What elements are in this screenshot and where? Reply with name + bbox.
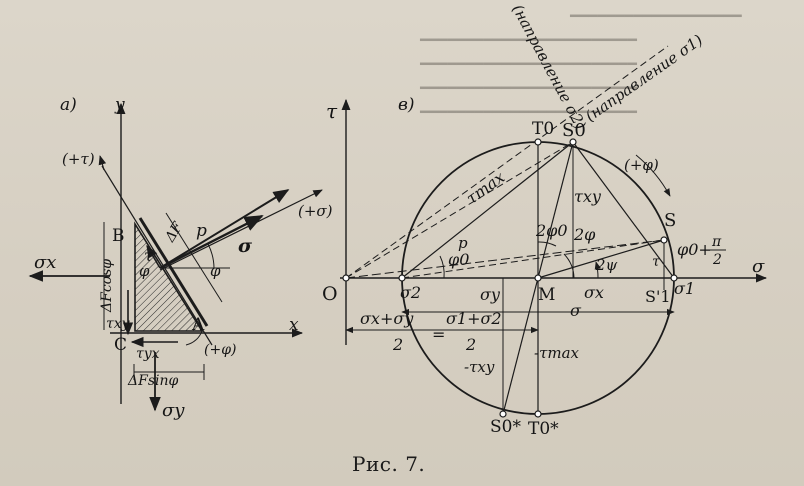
point-a-label: A: [191, 315, 205, 335]
s1p-label: S'1: [645, 287, 671, 306]
sigma-vector: [159, 214, 264, 270]
phi0-label: φ0: [448, 250, 469, 269]
y-axis-label: y: [114, 95, 125, 115]
dfcos-label: ΔFcosφ: [99, 259, 115, 313]
delta-f-dim: [165, 212, 223, 303]
tau-xy-label-r: τxy: [574, 187, 602, 206]
sigma1-point: [670, 274, 678, 282]
sigma-y-label-r: σy: [480, 285, 501, 304]
sigma-x-label: σx: [34, 252, 56, 273]
mean-equals: =: [432, 325, 445, 344]
phi0-arc: [439, 255, 445, 279]
dir-sigma1-line: [345, 45, 669, 279]
pi-denominator: 2: [712, 252, 722, 268]
s0-label: S0: [562, 120, 586, 141]
tau-label: τ: [144, 246, 154, 265]
s-label: S: [664, 210, 676, 231]
m-s-radius: [537, 239, 665, 279]
sigma-y-label: σy: [162, 400, 185, 421]
p-label: p: [196, 221, 207, 241]
mean-right-num: σ1+σ2: [446, 309, 502, 328]
delta-f-label: ΔF: [162, 219, 187, 246]
tau-direction-arrow: [98, 155, 107, 171]
panel-a: а) y x (+τ) (+σ) p σ τ: [28, 95, 333, 421]
tau-yx-label: τyx: [136, 346, 160, 362]
mean-left-num: σx+σy: [360, 309, 414, 328]
mean-right-den: 2: [465, 335, 476, 354]
two-psi-label: 2ψ: [595, 256, 618, 274]
tau-vector: [146, 244, 161, 269]
tau-max-label: τmax: [463, 167, 509, 207]
sigma-axis-label: σ: [752, 256, 765, 277]
s-point: [660, 236, 668, 244]
normal-line: [159, 189, 323, 271]
dir-sigma1-label: (направление σ1): [582, 31, 706, 125]
sigma1-label: σ1: [674, 279, 695, 298]
background-text: ━━━━━━━━━━━━━━━━━━━ ━━━━━━━━━━━━━━━━━━━━…: [420, 7, 742, 121]
s0-point: [569, 138, 577, 146]
mean-left-den: 2: [392, 335, 403, 354]
s0star-label: S0*: [490, 417, 521, 437]
m-point: [534, 274, 542, 282]
dir-sigma2-label: (направление σ2): [508, 1, 589, 132]
neg-tau-max-label: -τmax: [534, 344, 580, 362]
figure-caption: Рис. 7.: [352, 452, 426, 476]
t0star-point: [534, 410, 542, 418]
two-phi0-label: 2φ0: [535, 221, 568, 240]
t0star-label: T0*: [528, 419, 559, 439]
plus-sigma-label: (+σ): [298, 202, 333, 220]
two-phi-arc: [563, 253, 575, 279]
panel-v: в) τ σ O: [322, 1, 768, 439]
sigma2-s-line: [401, 239, 665, 279]
origin-point: [342, 274, 350, 282]
pi-label: π: [711, 234, 722, 250]
p-vector: [159, 189, 290, 269]
sigma-label-r: σ: [570, 301, 582, 320]
point-c-label: C: [114, 335, 127, 355]
plus-phi-label-r: (+φ): [624, 156, 659, 174]
plus-phi-label: (+φ): [204, 342, 236, 358]
phi0-plus-label: φ0+: [677, 240, 712, 259]
o-s-line: [345, 239, 665, 279]
s0-sigma1-line: [572, 141, 675, 279]
t0-point: [534, 138, 542, 146]
plus-tau-label: (+τ): [62, 150, 95, 168]
tau-axis-label: τ: [326, 99, 338, 123]
tau-xy-label: τxy: [106, 316, 131, 332]
m-label: M: [538, 285, 555, 305]
point-b-label: B: [112, 226, 125, 246]
two-phi-label: 2φ: [573, 225, 596, 244]
sigma-label: σ: [238, 235, 253, 257]
panel-a-tag: а): [60, 95, 77, 115]
two-psi-arc: [594, 261, 601, 279]
tau-label-r: τ: [652, 254, 660, 270]
two-phi0-arc: [537, 241, 557, 247]
neg-tau-xy-label: -τxy: [464, 358, 495, 376]
plus-phi-arc-right: [635, 154, 671, 197]
inclined-face: [138, 217, 209, 327]
sigma2-point: [398, 274, 406, 282]
plus-phi-arc: [185, 330, 203, 346]
phi-label-left: φ: [139, 262, 150, 280]
origin-label: O: [322, 283, 338, 305]
t0-label: T0: [532, 119, 554, 139]
sigma2-label: σ2: [400, 283, 421, 302]
sigma2-s0-line: [401, 141, 574, 279]
phi-label-right: φ: [210, 262, 221, 280]
phi-arc-right: [207, 243, 215, 269]
dfsin-label: ΔFsinφ: [127, 373, 179, 389]
p-label-r: p: [458, 234, 468, 252]
panel-v-tag: в): [398, 95, 415, 115]
x-axis-label: x: [289, 315, 299, 335]
op-line: [345, 141, 574, 279]
sigma-x-label-r: σx: [584, 283, 604, 302]
s0star-point: [499, 410, 507, 418]
